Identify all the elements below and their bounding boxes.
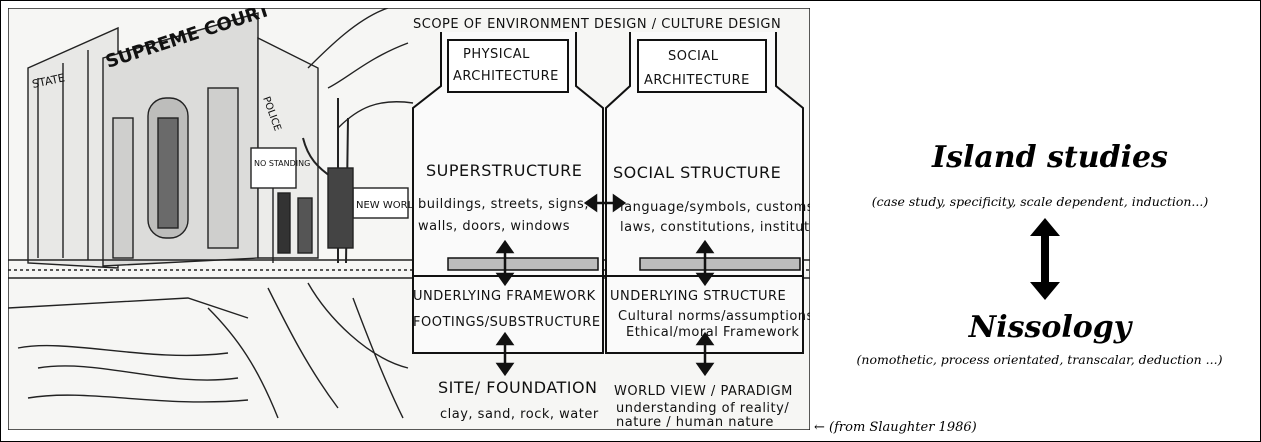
- double-arrow-icon: [1030, 218, 1060, 300]
- physical-superstructure-desc-1: buildings, streets, signs,: [418, 197, 589, 212]
- city-street-illustration: [8, 8, 810, 419]
- physical-column: [412, 32, 604, 354]
- physical-foundation-desc: clay, sand, rock, water: [440, 407, 599, 422]
- nissology-title: Nissology: [968, 310, 1132, 345]
- social-title-line1: SOCIAL: [668, 49, 719, 64]
- physical-title-line2: ARCHITECTURE: [453, 69, 559, 84]
- physical-superstructure-label: SUPERSTRUCTURE: [426, 161, 582, 180]
- island-studies-title: Island studies: [932, 140, 1168, 175]
- source-credit: ← (from Slaughter 1986): [814, 420, 977, 435]
- social-structure-label: SOCIAL STRUCTURE: [613, 163, 781, 182]
- social-underlying-desc-2: Ethical/moral Framework: [626, 325, 799, 340]
- ground-bands: [447, 257, 801, 271]
- architecture-sketch: STATE SUPREME COURT POLICE NO STANDING N…: [8, 8, 810, 430]
- sketch-arrows: [495, 193, 715, 377]
- physical-foundation-label: SITE/ FOUNDATION: [438, 378, 598, 397]
- sign-new-world: NEW WORLD: [356, 200, 421, 211]
- social-paradigm-desc-2: nature / human nature: [616, 415, 774, 430]
- social-structure-desc-2: laws, constitutions, institutions: [620, 220, 810, 235]
- physical-superstructure-desc-2: walls, doors, windows: [418, 219, 570, 234]
- social-structure-desc-1: language/symbols, customs: [620, 200, 810, 215]
- social-paradigm-desc-1: understanding of reality/: [616, 401, 789, 416]
- social-underlying-desc-1: Cultural norms/assumptions: [618, 309, 810, 324]
- social-underlying-label: UNDERLYING STRUCTURE: [610, 289, 786, 304]
- social-title-line2: ARCHITECTURE: [644, 73, 750, 88]
- nissology-subtitle: (nomothetic, process orientated, transca…: [856, 352, 1223, 367]
- social-paradigm-label: WORLD VIEW / PARADIGM: [614, 384, 793, 399]
- sign-no-standing: NO STANDING: [254, 159, 310, 168]
- physical-framework-label: UNDERLYING FRAMEWORK: [413, 289, 596, 304]
- sketch-header: SCOPE OF ENVIRONMENT DESIGN / CULTURE DE…: [413, 17, 781, 32]
- physical-framework-desc: FOOTINGS/SUBSTRUCTURE: [413, 315, 601, 330]
- social-column: [605, 32, 804, 354]
- physical-title-line1: PHYSICAL: [463, 47, 530, 62]
- island-studies-subtitle: (case study, specificity, scale dependen…: [871, 194, 1209, 209]
